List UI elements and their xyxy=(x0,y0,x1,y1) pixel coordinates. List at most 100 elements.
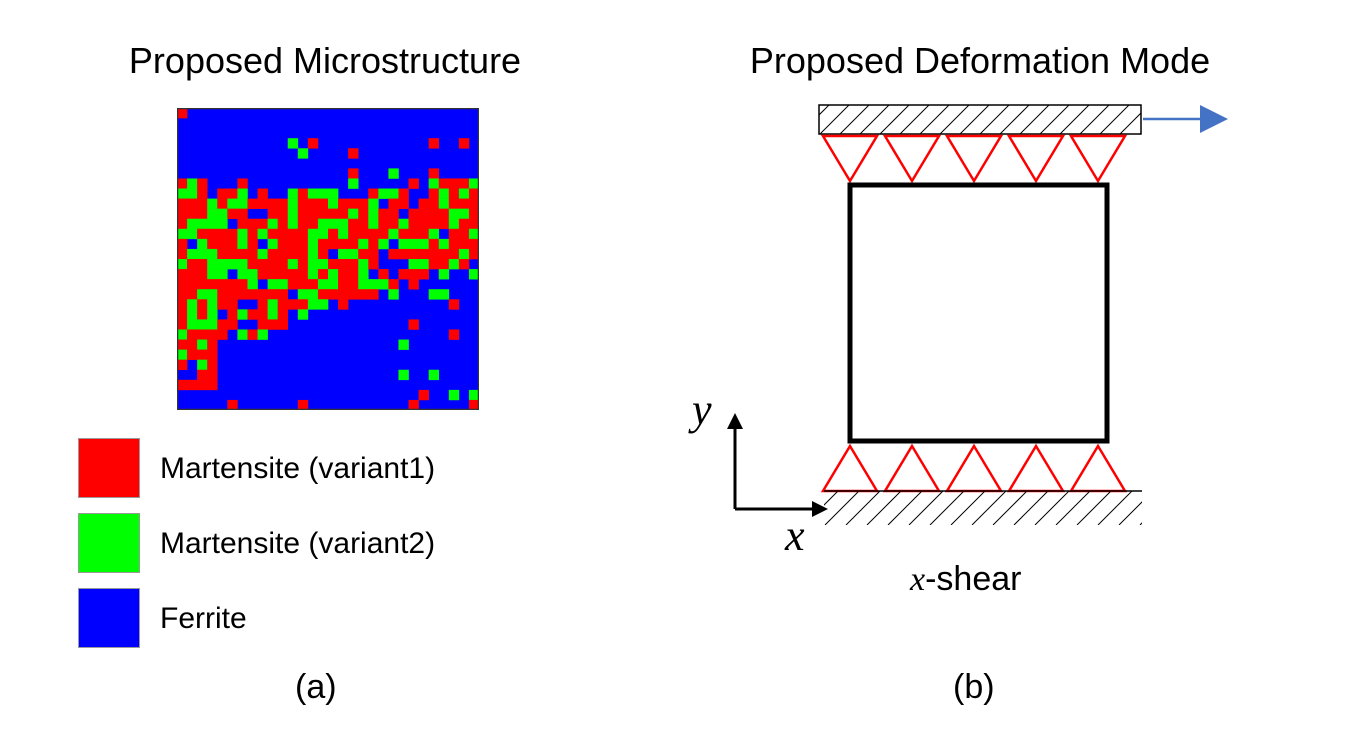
hatch-line xyxy=(1118,501,1142,525)
microstructure-cell xyxy=(187,379,198,391)
microstructure-cell xyxy=(227,319,238,330)
microstructure-cell xyxy=(448,389,460,401)
microstructure-cell xyxy=(428,218,440,230)
microstructure-cell xyxy=(358,198,369,209)
microstructure-cell xyxy=(468,198,479,209)
bottom-support-triangle xyxy=(820,443,880,493)
microstructure-cell xyxy=(287,248,299,260)
hatch-line xyxy=(899,105,930,134)
microstructure-cell xyxy=(197,379,208,391)
microstructure-cell xyxy=(197,359,208,371)
hatch-line xyxy=(950,491,986,525)
microstructure-cell xyxy=(358,259,369,270)
deformation-mode-label: x-shear xyxy=(910,560,1021,599)
microstructure-cell xyxy=(368,289,379,300)
microstructure-cell xyxy=(438,218,450,230)
hatch-line xyxy=(992,491,1028,525)
microstructure-cell xyxy=(398,188,409,199)
microstructure-cell xyxy=(458,208,470,220)
microstructure-cell xyxy=(418,228,429,240)
microstructure-cell xyxy=(227,238,238,250)
microstructure-cell xyxy=(217,188,228,199)
legend-label-martensite-variant2: Martensite (variant2) xyxy=(160,527,436,560)
microstructure-cell xyxy=(408,218,419,230)
top-support-triangle xyxy=(944,134,1004,184)
microstructure-cell xyxy=(187,339,198,350)
microstructure-cell xyxy=(227,198,238,209)
microstructure-cell xyxy=(277,319,289,330)
microstructure-cell xyxy=(307,208,319,220)
microstructure-cell xyxy=(257,248,268,260)
microstructure-cell xyxy=(368,198,379,209)
microstructure-cell xyxy=(297,259,309,270)
specimen-square xyxy=(847,182,1110,444)
microstructure-cell xyxy=(247,309,258,320)
microstructure-cell xyxy=(378,269,389,280)
microstructure-cell xyxy=(468,399,479,410)
microstructure-cell xyxy=(187,319,198,330)
microstructure-cell xyxy=(197,259,208,270)
top-support-triangle xyxy=(820,134,880,184)
microstructure-cell xyxy=(368,228,379,240)
microstructure-cell xyxy=(177,319,188,330)
microstructure-cell xyxy=(217,289,228,300)
hatch-line xyxy=(839,105,870,134)
microstructure-cell xyxy=(348,178,359,189)
microstructure-cell xyxy=(197,309,208,320)
top-support-triangle xyxy=(1006,134,1066,184)
hatch-line xyxy=(879,105,910,134)
microstructure-cell xyxy=(438,248,450,260)
microstructure-cell xyxy=(388,188,399,199)
microstructure-cell xyxy=(307,188,319,199)
microstructure-cell xyxy=(348,218,359,230)
hatch-line xyxy=(819,105,850,134)
microstructure-cell xyxy=(257,299,268,310)
microstructure-cell xyxy=(177,269,188,280)
microstructure-cell xyxy=(428,178,440,189)
microstructure-cell xyxy=(267,238,278,250)
microstructure-cell xyxy=(187,178,198,189)
microstructure-cell xyxy=(197,339,208,350)
microstructure-cell xyxy=(177,379,188,391)
microstructure-cell xyxy=(197,208,208,220)
microstructure-cell xyxy=(177,248,188,260)
microstructure-cell xyxy=(428,248,440,260)
microstructure-cell xyxy=(277,309,289,320)
microstructure-cell xyxy=(207,208,218,220)
microstructure-cell xyxy=(408,238,419,250)
microstructure-cell xyxy=(348,148,359,159)
microstructure-cell xyxy=(247,238,258,250)
hatch-line xyxy=(1119,112,1141,134)
hatch-line xyxy=(979,105,1010,134)
microstructure-cell xyxy=(287,188,299,199)
microstructure-cell xyxy=(458,198,470,209)
legend-label-ferrite: Ferrite xyxy=(160,602,247,635)
microstructure-cell xyxy=(257,289,268,300)
microstructure-cell xyxy=(398,238,409,250)
microstructure-cell xyxy=(408,399,419,410)
microstructure-cell xyxy=(428,168,440,179)
legend-swatch-ferrite xyxy=(78,588,140,648)
hatch-line xyxy=(1079,105,1110,134)
hatch-line xyxy=(919,105,950,134)
microstructure-cell xyxy=(368,208,379,220)
microstructure-cell xyxy=(388,248,399,260)
microstructure-cell xyxy=(328,269,339,280)
microstructure-cell xyxy=(287,279,299,290)
microstructure-cell xyxy=(368,188,379,199)
bottom-support-triangle xyxy=(882,443,942,493)
microstructure-cell xyxy=(227,309,238,320)
microstructure-cell xyxy=(338,218,349,230)
microstructure-cell xyxy=(448,329,460,340)
microstructure-cell xyxy=(317,269,329,280)
microstructure-cell xyxy=(207,269,218,280)
microstructure-cell xyxy=(197,238,208,250)
microstructure-cell xyxy=(358,248,369,260)
microstructure-cell xyxy=(247,218,258,230)
microstructure-cell xyxy=(328,228,339,240)
bottom-support-triangle xyxy=(1068,443,1128,493)
microstructure-cell xyxy=(197,279,208,290)
microstructure-cell xyxy=(207,319,218,330)
microstructure-cell xyxy=(247,329,258,340)
microstructure-cell xyxy=(257,269,268,280)
